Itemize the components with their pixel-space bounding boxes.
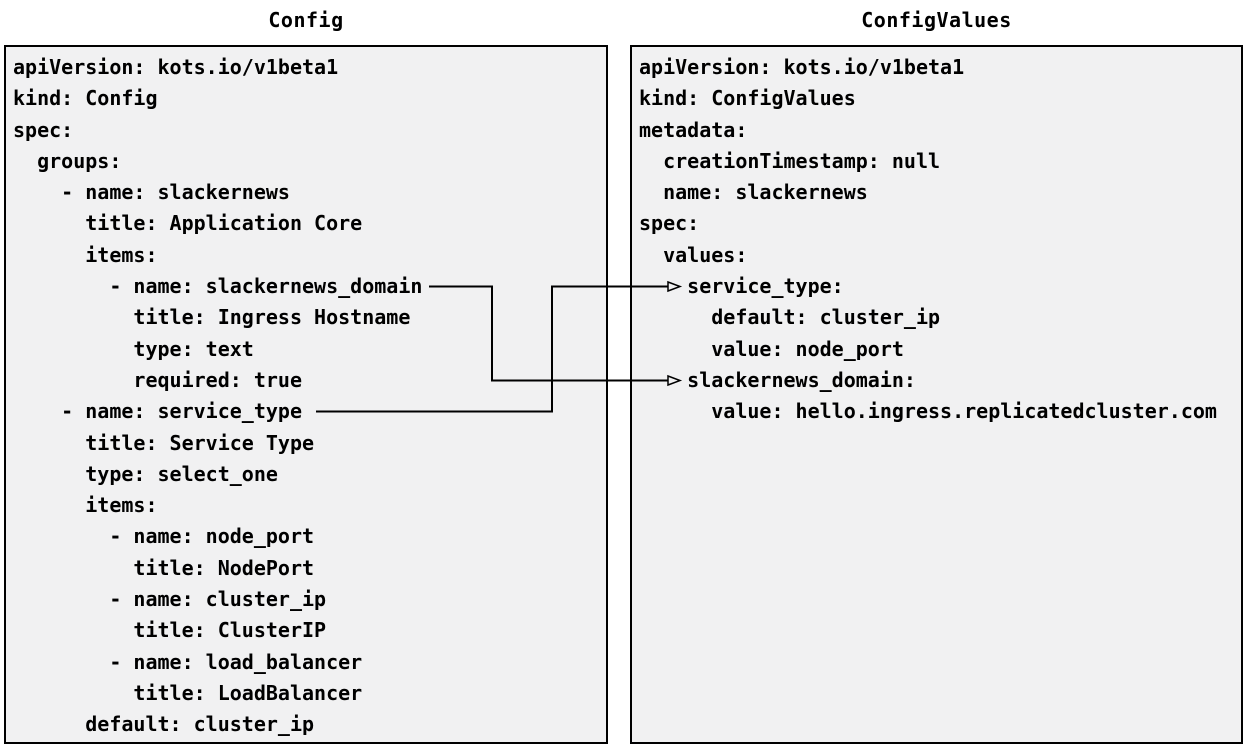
config-panel-title: Config: [268, 8, 344, 32]
config-yaml-panel: apiVersion: kots.io/v1beta1 kind: Config…: [4, 45, 608, 744]
config-yaml-code: apiVersion: kots.io/v1beta1 kind: Config…: [13, 55, 423, 737]
configvalues-yaml-code: apiVersion: kots.io/v1beta1 kind: Config…: [639, 55, 1217, 424]
configvalues-panel-title: ConfigValues: [861, 8, 1012, 32]
configvalues-yaml-panel: apiVersion: kots.io/v1beta1 kind: Config…: [630, 45, 1243, 744]
